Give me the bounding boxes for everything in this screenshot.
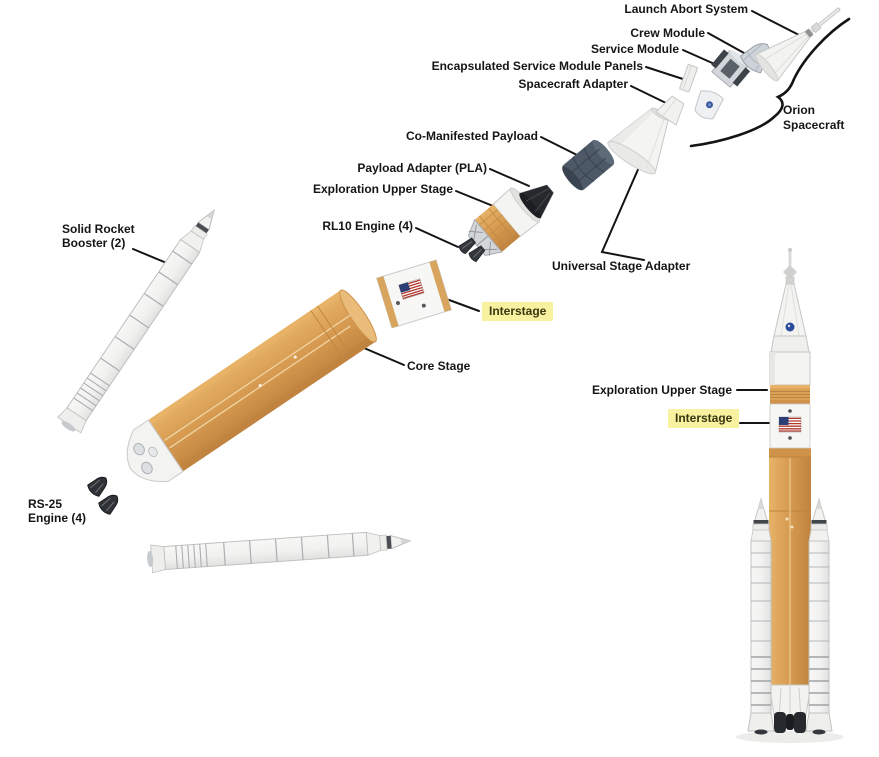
label-rs25-engine-line1: RS-25 <box>28 497 63 511</box>
us-flag-icon <box>778 416 802 433</box>
label-universal-stage-adapter: Universal Stage Adapter <box>552 259 691 273</box>
label-rs25-engine-line2: Engine (4) <box>28 510 87 525</box>
assembled-rocket-graphic <box>736 248 844 743</box>
label-solid-rocket-booster-line1: Solid Rocket <box>62 222 135 236</box>
label-launch-abort-system: Launch Abort System <box>624 2 748 16</box>
label-interstage-exploded: Interstage <box>482 302 554 321</box>
label-solid-rocket-booster-line2: Booster (2) <box>62 235 126 250</box>
pla-cone-graphic <box>519 184 554 219</box>
label-encapsulated-service-module-panels: Encapsulated Service Module Panels <box>431 59 643 73</box>
label-exploration-upper-stage: Exploration Upper Stage <box>312 182 453 196</box>
label-orion-spacecraft: Orion Spacecraft <box>783 103 844 133</box>
interstage-panel-graphic <box>376 259 452 329</box>
co-manifested-payload-graphic <box>562 139 615 191</box>
spacecraft-adapter-graphic <box>655 95 685 126</box>
esm-panels-small-graphic <box>679 64 698 93</box>
core-stage-graphic <box>126 289 377 483</box>
esm-panel-graphic <box>694 90 724 120</box>
label-service-module: Service Module <box>590 42 679 56</box>
las-graphic <box>755 7 841 82</box>
label-rl10-engine: RL10 Engine (4) <box>322 219 413 233</box>
label-spacecraft-adapter: Spacecraft Adapter <box>518 77 628 91</box>
us-flag-icon <box>398 278 425 300</box>
label-assembled-interstage: Interstage <box>668 409 740 428</box>
label-rs25-engine: RS-25 Engine (4) <box>28 497 87 525</box>
bottom-booster-graphic <box>145 526 412 574</box>
nasa-logo <box>785 322 795 332</box>
label-payload-adapter-pla: Payload Adapter (PLA) <box>357 161 487 175</box>
rs25-nozzles-graphic <box>87 476 119 515</box>
leader-lines <box>132 10 800 424</box>
usa-cone-graphic <box>607 107 669 175</box>
label-orion-spacecraft-line1: Orion <box>783 103 815 117</box>
label-solid-rocket-booster: Solid Rocket Booster (2) <box>62 222 135 250</box>
label-assembled-exploration-upper-stage: Exploration Upper Stage <box>591 383 732 397</box>
orion-spacecraft-brace <box>689 17 851 148</box>
label-co-manifested-payload: Co-Manifested Payload <box>405 129 538 143</box>
rl10-engines-graphic <box>458 218 503 263</box>
label-crew-module: Crew Module <box>630 26 705 40</box>
label-core-stage: Core Stage <box>407 359 471 373</box>
label-orion-spacecraft-line2: Spacecraft <box>783 118 845 132</box>
